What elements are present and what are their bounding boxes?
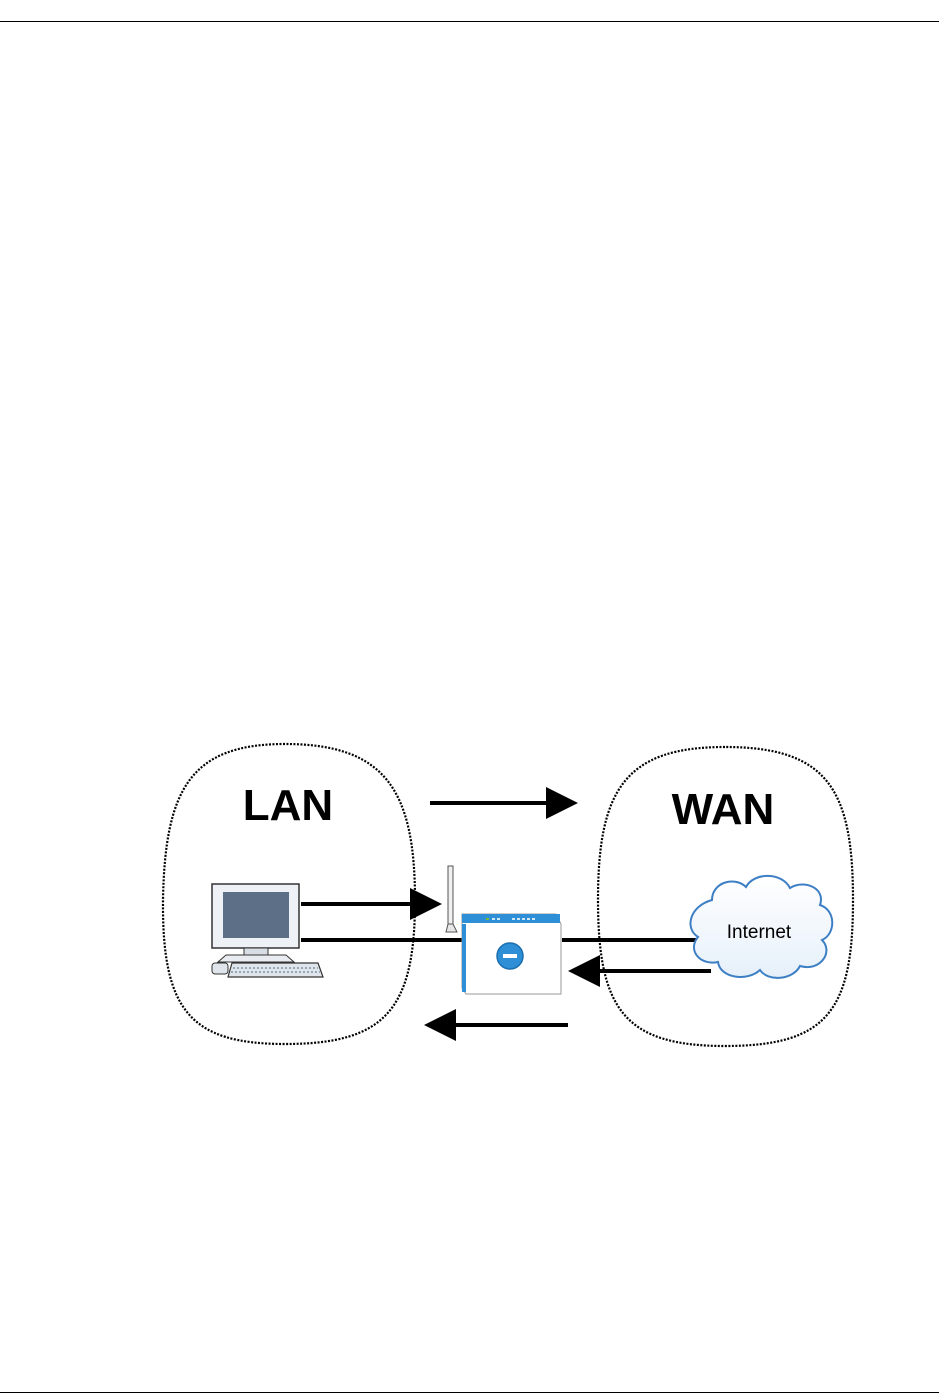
router-icon xyxy=(446,866,561,994)
lan-label: LAN xyxy=(243,781,333,830)
wan-label: WAN xyxy=(672,785,775,834)
internet-label: Internet xyxy=(727,922,792,943)
computer-icon xyxy=(212,884,323,977)
internet-cloud-icon: Internet xyxy=(690,876,832,978)
